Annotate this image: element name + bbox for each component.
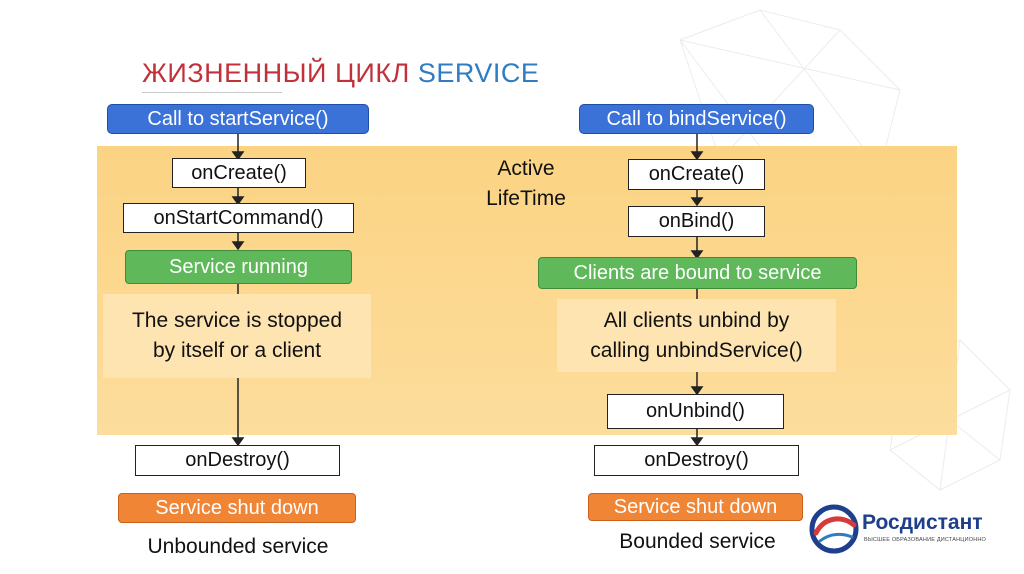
onstartcommand-box: onStartCommand() <box>123 203 354 233</box>
clients-unbind-note: All clients unbind by calling unbindServ… <box>557 299 836 372</box>
service-stopped-note: The service is stopped by itself or a cl… <box>103 294 371 378</box>
logo-tagline: ВЫСШЕЕ ОБРАЗОВАНИЕ ДИСТАНЦИОННО <box>864 537 987 543</box>
title-underline <box>142 92 282 93</box>
left-ondestroy-box: onDestroy() <box>135 445 340 476</box>
rosdistant-logo-icon <box>809 504 859 554</box>
start-service-call-box: Call to startService() <box>107 104 369 134</box>
left-service-shut-down-box: Service shut down <box>118 493 356 523</box>
service-running-box: Service running <box>125 250 352 284</box>
onbind-box: onBind() <box>628 206 765 237</box>
active-lifetime-label: Active LifeTime <box>486 157 566 210</box>
right-oncreate-box: onCreate() <box>628 159 765 190</box>
title-ru: ЖИЗНЕННЫЙ ЦИКЛ <box>142 58 410 88</box>
active-lifetime-band <box>97 146 957 435</box>
onunbind-box: onUnbind() <box>607 394 784 429</box>
clients-bound-box: Clients are bound to service <box>538 257 857 289</box>
right-service-shut-down-box: Service shut down <box>588 493 803 521</box>
unbounded-caption: Unbounded service <box>147 535 329 558</box>
bounded-caption: Bounded service <box>619 530 776 553</box>
left-oncreate-box: onCreate() <box>172 158 306 188</box>
bind-service-call-box: Call to bindService() <box>579 104 814 134</box>
right-ondestroy-box: onDestroy() <box>594 445 799 476</box>
slide-title: ЖИЗНЕННЫЙ ЦИКЛ SERVICE <box>142 58 539 89</box>
title-en: SERVICE <box>417 58 540 88</box>
logo-name: Росдистант <box>862 511 983 534</box>
